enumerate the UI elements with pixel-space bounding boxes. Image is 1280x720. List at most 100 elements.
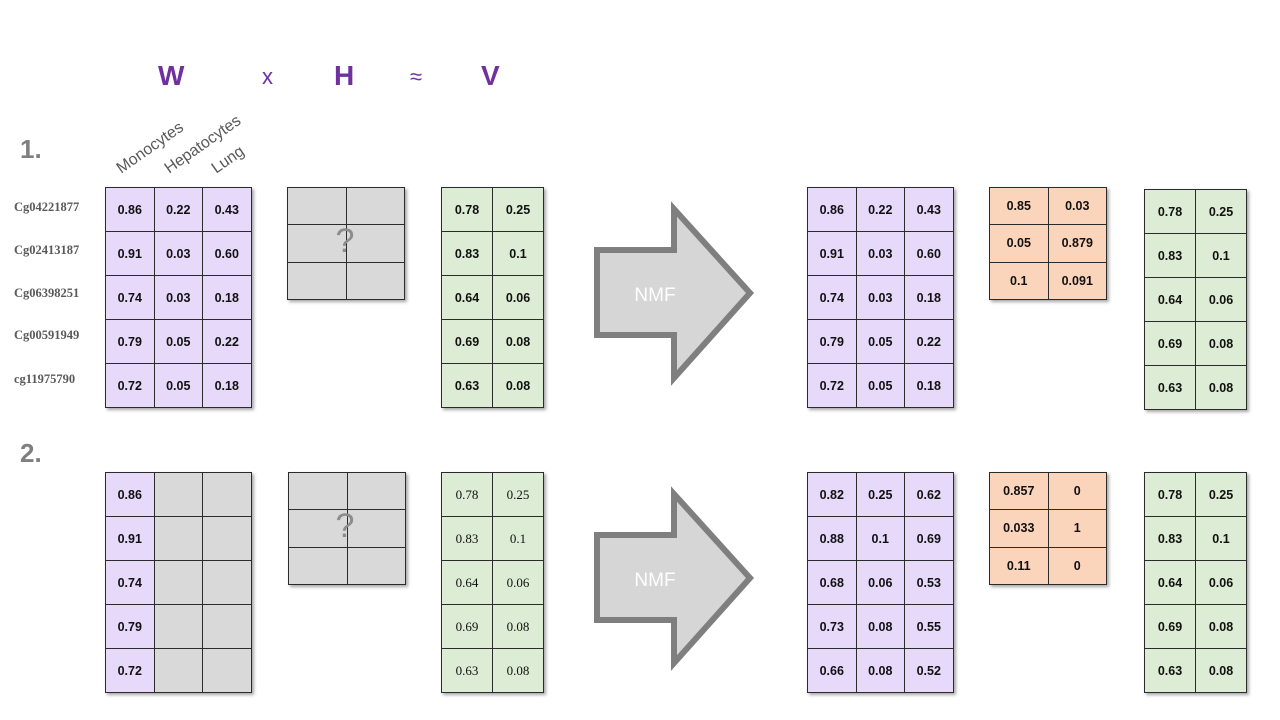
- matrix-cell: 0.25: [1195, 189, 1247, 234]
- times-symbol: x: [262, 64, 273, 89]
- matrix-cell: [345, 186, 405, 226]
- matrix-cell: 0.86: [105, 187, 155, 232]
- matrix-cell: 0.91: [807, 231, 857, 276]
- matrix-cell: [287, 186, 347, 226]
- matrix-cell: 0.64: [1144, 277, 1196, 322]
- matrix-cell: 0.72: [105, 648, 155, 693]
- matrix-cell: 0.62: [904, 472, 954, 517]
- matrix-cell: 0.879: [1047, 224, 1107, 263]
- matrix-cell: 0.83: [441, 516, 493, 561]
- matrix-cell: 0.1: [855, 516, 905, 561]
- matrix-cell: 0.69: [441, 319, 493, 364]
- matrix-cell: 0.25: [855, 472, 905, 517]
- matrix-cell: 0.18: [202, 363, 252, 408]
- matrix-cell: 0.64: [441, 560, 493, 605]
- h-unknown-matrix: [288, 471, 406, 585]
- matrix-cell: 0.86: [807, 187, 857, 232]
- matrix-cell: [288, 471, 348, 511]
- matrix-cell: 0.63: [441, 363, 493, 408]
- matrix-cell: 0.03: [855, 231, 905, 276]
- row-number-1: 1.: [20, 134, 42, 164]
- matrix-cell: [153, 516, 203, 561]
- cpg-label: Cg06398251: [14, 286, 80, 300]
- matrix-cell: 0.05: [989, 224, 1049, 263]
- matrix-cell: 0.79: [105, 319, 155, 364]
- matrix-cell: 0.08: [855, 604, 905, 649]
- matrix-cell: 0.06: [1195, 560, 1247, 605]
- row-number-2: 2.: [20, 438, 42, 468]
- matrix-cell: [202, 472, 252, 517]
- matrix-cell: 0.22: [153, 187, 203, 232]
- matrix-cell: 0.22: [904, 319, 954, 364]
- v-header: V: [481, 60, 500, 91]
- matrix-cell: 0.03: [1047, 186, 1107, 226]
- matrix-cell: [202, 604, 252, 649]
- matrix-cell: 0.1: [1195, 516, 1247, 561]
- matrix-cell: 0.03: [153, 231, 203, 276]
- matrix-cell: 0.033: [989, 509, 1049, 548]
- matrix-cell: 0.03: [153, 275, 203, 320]
- matrix-cell: 0: [1047, 546, 1107, 585]
- matrix-cell: [153, 604, 203, 649]
- matrix-cell: 0.08: [1195, 321, 1247, 366]
- matrix-cell: 0.08: [1195, 648, 1247, 693]
- h-header: H: [334, 60, 355, 91]
- matrix-cell: 0.1: [492, 516, 544, 561]
- matrix-cell: 0.74: [105, 275, 155, 320]
- matrix-cell: 0.69: [1144, 604, 1196, 649]
- matrix-cell: 0.1: [1195, 233, 1247, 278]
- matrix-cell: 0.66: [807, 648, 857, 693]
- matrix-cell: 0.11: [989, 546, 1049, 585]
- matrix-cell: 0.1: [492, 231, 544, 276]
- matrix-cell: [345, 261, 405, 300]
- cpg-label: Cg04221877: [14, 200, 80, 214]
- matrix-cell: 0.1: [989, 261, 1049, 300]
- matrix-cell: 0.83: [1144, 233, 1196, 278]
- nmf-arrow-label: NMF: [634, 570, 675, 591]
- matrix-cell: [346, 471, 406, 511]
- matrix-cell: 0.78: [1144, 472, 1196, 517]
- matrix-cell: 0.82: [807, 472, 857, 517]
- matrix-cell: 0.64: [1144, 560, 1196, 605]
- matrix-cell: 0.69: [904, 516, 954, 561]
- matrix-cell: 0.08: [492, 604, 544, 649]
- matrix-cell: 0.08: [1195, 365, 1247, 410]
- matrix-cell: [202, 648, 252, 693]
- matrix-cell: [202, 516, 252, 561]
- matrix-cell: [345, 224, 405, 263]
- matrix-cell: 0.69: [1144, 321, 1196, 366]
- matrix-cell: 0.03: [855, 275, 905, 320]
- matrix-cell: 0.06: [492, 275, 544, 320]
- matrix-cell: 0.06: [855, 560, 905, 605]
- matrix-cell: 0.63: [1144, 365, 1196, 410]
- matrix-cell: 0.78: [441, 187, 493, 232]
- cpg-label: cg11975790: [14, 372, 76, 386]
- matrix-cell: 0.83: [1144, 516, 1196, 561]
- matrix-cell: 0.08: [492, 363, 544, 408]
- matrix-cell: 0.18: [904, 275, 954, 320]
- matrix-cell: 0.06: [1195, 277, 1247, 322]
- matrix-cell: 0.83: [441, 231, 493, 276]
- matrix-cell: 0.64: [441, 275, 493, 320]
- matrix-cell: 0.22: [202, 319, 252, 364]
- matrix-cell: 0.68: [807, 560, 857, 605]
- matrix-cell: 0.85: [989, 186, 1049, 226]
- matrix-cell: 0.63: [441, 648, 493, 693]
- matrix-cell: [288, 509, 348, 548]
- matrix-cell: 0: [1047, 471, 1107, 511]
- matrix-cell: 0.25: [492, 187, 544, 232]
- matrix-cell: [287, 261, 347, 300]
- matrix-cell: 0.74: [807, 275, 857, 320]
- matrix-cell: 0.05: [855, 363, 905, 408]
- matrix-cell: [153, 560, 203, 605]
- matrix-cell: [287, 224, 347, 263]
- matrix-cell: 0.55: [904, 604, 954, 649]
- matrix-cell: 0.79: [807, 319, 857, 364]
- w-header: W: [158, 60, 185, 91]
